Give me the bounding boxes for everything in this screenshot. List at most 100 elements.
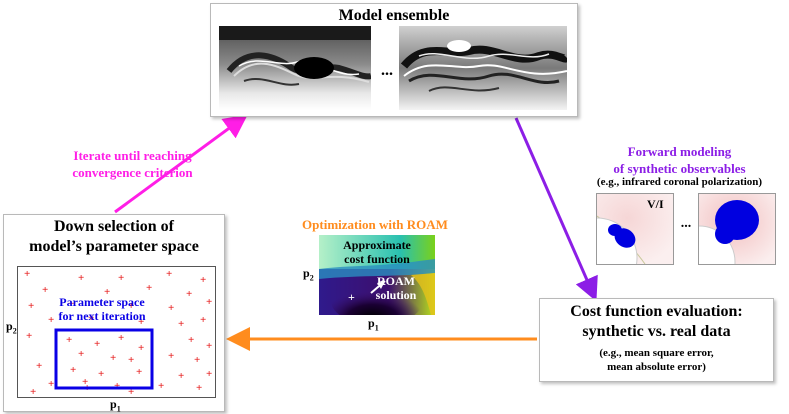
parameter-marker: + [30, 386, 36, 395]
parameter-marker: + [138, 316, 144, 328]
parameter-marker: + [78, 348, 84, 360]
parameter-marker: + [114, 380, 120, 392]
solution-line-1: ROAM [377, 274, 415, 288]
parameter-marker: + [138, 342, 144, 354]
forward-modeling-title: Forward modeling of synthetic observable… [570, 143, 789, 177]
approx-cost-label: Approximate cost function [326, 238, 428, 266]
cost-title-line-2: synthetic vs. real data [582, 323, 731, 340]
parameter-marker: + [36, 360, 42, 372]
parameter-marker: + [110, 352, 116, 364]
forward-panel-label: V/I [647, 197, 664, 211]
parameter-marker: + [166, 268, 172, 280]
parameter-marker: + [24, 268, 30, 280]
approx-line-1: Approximate [343, 238, 411, 252]
parameter-marker: + [206, 368, 212, 380]
cost-title-line-1: Cost function evaluation: [570, 303, 743, 320]
parameter-marker: + [128, 300, 134, 312]
parameter-marker: + [136, 366, 142, 378]
parameter-marker: + [82, 376, 88, 388]
parameter-markers: ++++++++++++++++++++++++++++++++++++++++… [24, 268, 212, 395]
parameter-marker: + [66, 334, 72, 346]
iterate-arrow [114, 114, 248, 214]
parameter-marker: + [206, 340, 212, 352]
subspace-line-2: for next iteration [58, 309, 146, 323]
parameter-marker: + [94, 338, 100, 350]
parameter-marker: + [206, 296, 212, 308]
parameter-marker: + [70, 364, 76, 376]
parameter-marker: + [42, 284, 48, 296]
down-title-line-1: Down selection of [54, 218, 174, 235]
scatter-y-axis: p [6, 319, 13, 333]
parameter-marker: + [48, 378, 54, 390]
parameter-marker: + [68, 298, 74, 310]
parameter-marker: + [178, 370, 184, 382]
parameter-marker: + [168, 350, 174, 362]
down-selection-title: Down selection of model’s parameter spac… [4, 217, 224, 257]
cost-note-line-2: mean absolute error) [607, 361, 706, 373]
parameter-marker: + [158, 380, 164, 392]
subspace-line-1: Parameter space [59, 295, 145, 309]
forward-title-line-2: of synthetic observables [613, 161, 746, 176]
iterate-line-2: convergence criterion [72, 165, 193, 180]
parameter-marker: + [118, 272, 124, 284]
forward-title-line-1: Forward modeling [627, 144, 732, 159]
parameter-marker: + [78, 272, 84, 284]
optimization-title: Optimization with ROAM [302, 217, 448, 232]
parameter-marker: + [186, 288, 192, 300]
roam-x-sub: 1 [374, 323, 379, 333]
forward-ellipsis: ... [680, 216, 692, 231]
cost-note-line-1: (e.g., mean square error, [599, 347, 714, 359]
cost-function-title: Cost function evaluation: synthetic vs. … [540, 302, 773, 342]
model-image-1 [219, 26, 371, 110]
roam-cost-surface [319, 235, 435, 315]
roam-y-axis-label: p2 [303, 266, 314, 282]
parameter-marker: + [178, 318, 184, 330]
model-ensemble-title: Model ensemble [338, 7, 450, 24]
parameter-marker: + [200, 314, 206, 326]
ensemble-ellipsis: ... [381, 62, 393, 79]
parameter-marker: + [168, 302, 174, 314]
parameter-marker: + [128, 354, 134, 366]
parameter-scatter: ++++++++++++++++++++++++++++++++++++++++… [24, 268, 212, 395]
cost-function-note: (e.g., mean square error, mean absolute … [540, 346, 773, 374]
parameter-marker: + [196, 382, 202, 394]
down-selection-box: Down selection of model’s parameter spac… [3, 214, 225, 413]
parameter-marker: + [104, 286, 110, 298]
roam-solution-marker: + [348, 290, 355, 304]
scatter-x-axis-label: p1 [110, 397, 121, 413]
solution-line-2: solution [375, 288, 417, 302]
parameter-marker: + [26, 330, 32, 342]
scatter-y-sub: 2 [12, 326, 17, 336]
parameter-marker: + [188, 334, 194, 346]
forward-panel-n [698, 193, 776, 265]
scatter-x-axis: p [110, 397, 117, 411]
model-image-n [399, 26, 567, 110]
roam-solution-label: ROAM solution [366, 274, 426, 302]
approx-line-2: cost function [344, 252, 410, 266]
parameter-marker: + [98, 368, 104, 380]
iterate-label: Iterate until reaching convergence crite… [40, 147, 225, 181]
forward-panel-1: V/I [596, 193, 674, 265]
parameter-marker: + [88, 312, 94, 324]
roam-y-sub: 2 [309, 273, 314, 283]
next-iteration-region [54, 328, 154, 390]
scatter-y-axis-label: p2 [6, 319, 17, 335]
next-iteration-label: Parameter space for next iteration [34, 295, 170, 323]
parameter-marker: + [146, 282, 152, 294]
roam-x-axis: p [368, 316, 375, 330]
roam-x-axis-label: p1 [368, 316, 379, 332]
parameter-marker: + [194, 354, 200, 366]
forward-model-arrow [514, 117, 598, 302]
down-title-line-2: model’s parameter space [29, 238, 199, 255]
parameter-scatter-frame [17, 266, 216, 398]
cost-function-box: Cost function evaluation: synthetic vs. … [539, 298, 774, 382]
model-ensemble-box: Model ensemble ... [210, 3, 578, 117]
roam-y-axis: p [303, 266, 310, 280]
scatter-x-sub: 1 [116, 404, 121, 414]
forward-modeling-subtitle: (e.g., infrared coronal polarization) [596, 176, 763, 188]
parameter-marker: + [128, 386, 134, 395]
iterate-line-1: Iterate until reaching [73, 148, 192, 163]
parameter-marker: + [200, 274, 206, 286]
parameter-marker: + [28, 300, 34, 312]
